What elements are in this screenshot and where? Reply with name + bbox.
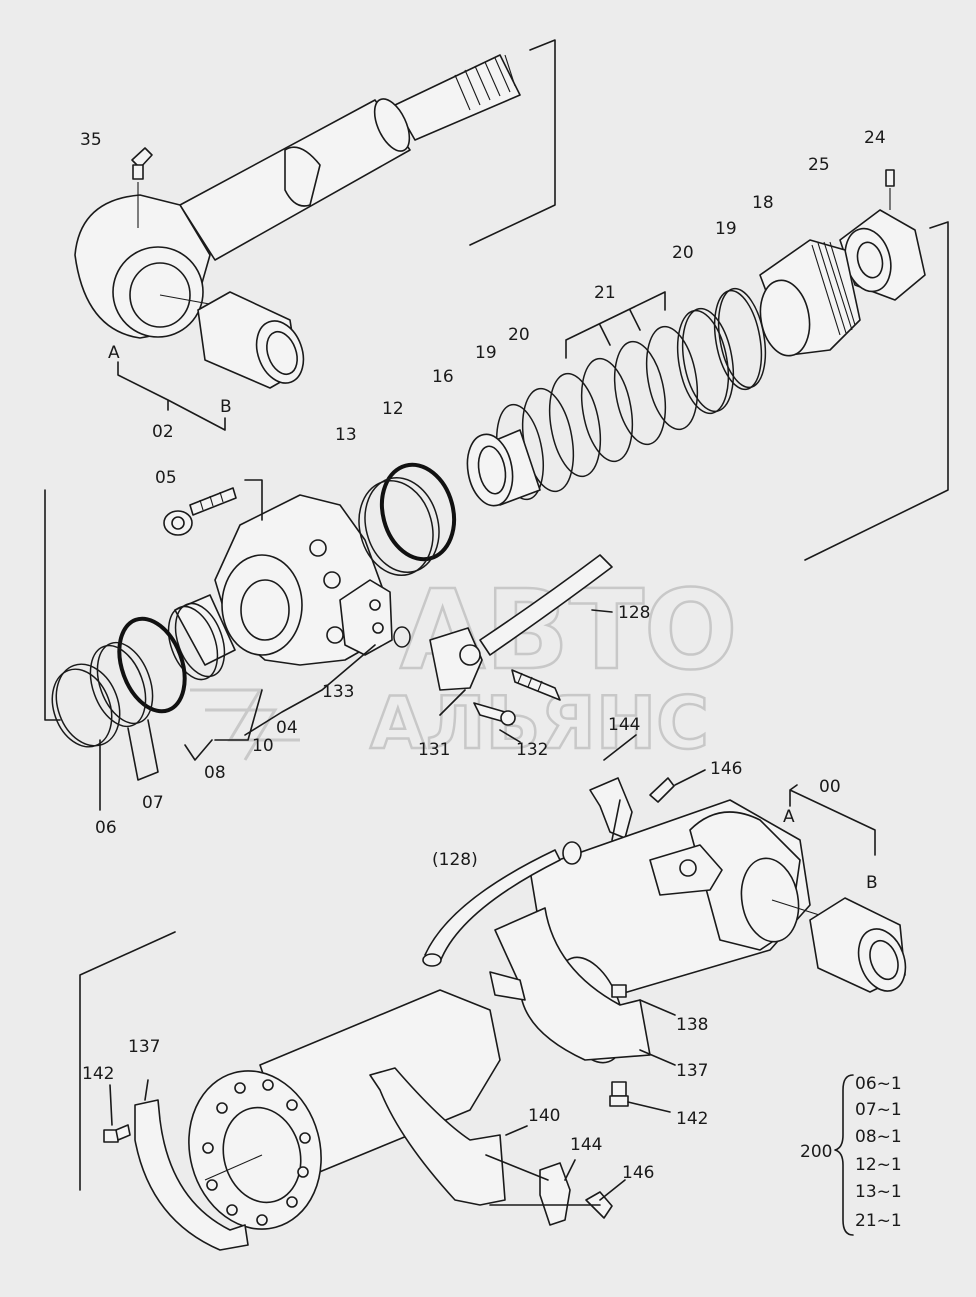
label-144-bottom: 144 <box>570 1135 602 1155</box>
label-05: 05 <box>155 468 177 488</box>
kit-item: 08~1 <box>855 1127 902 1147</box>
label-24: 24 <box>864 128 886 148</box>
kit-item: 06~1 <box>855 1074 902 1094</box>
label-20b: 20 <box>508 325 530 345</box>
kit-item: 13~1 <box>855 1182 902 1202</box>
kit-item: 12~1 <box>855 1155 902 1175</box>
label-b-bottom: B <box>866 873 878 893</box>
label-144-top: 144 <box>608 715 640 735</box>
label-02: 02 <box>152 422 174 442</box>
label-132: 132 <box>516 740 548 760</box>
callout-labels: 35 A B 02 24 25 18 19 20 21 20 19 16 12 … <box>80 128 886 1183</box>
piston-rod <box>74 39 556 431</box>
label-25: 25 <box>808 155 830 175</box>
label-146-bottom: 146 <box>622 1163 654 1183</box>
label-133: 133 <box>322 682 354 702</box>
kit-item: 21~1 <box>855 1211 902 1231</box>
label-137-right: 137 <box>676 1061 708 1081</box>
label-142-left: 142 <box>82 1064 114 1084</box>
label-131: 131 <box>418 740 450 760</box>
label-08: 08 <box>204 763 226 783</box>
label-18: 18 <box>752 193 774 213</box>
label-12: 12 <box>382 399 404 419</box>
pipe-and-fittings <box>429 554 613 743</box>
label-21: 21 <box>594 283 616 303</box>
seal-kit-list: 200 06~1 07~1 08~1 12~1 13~1 21~1 <box>800 1074 902 1231</box>
kit-item: 07~1 <box>855 1100 902 1120</box>
kit-number: 200 <box>800 1142 832 1162</box>
label-07: 07 <box>142 793 164 813</box>
label-00: 00 <box>819 777 841 797</box>
cylinder-tube <box>79 734 907 1251</box>
label-b-top: B <box>220 397 232 417</box>
label-140: 140 <box>528 1106 560 1126</box>
label-142-right: 142 <box>676 1109 708 1129</box>
label-146-top: 146 <box>710 759 742 779</box>
label-10: 10 <box>252 736 274 756</box>
label-16: 16 <box>432 367 454 387</box>
label-13: 13 <box>335 425 357 445</box>
piston-assembly <box>466 169 949 561</box>
label-137-left: 137 <box>128 1037 160 1057</box>
label-20a: 20 <box>672 243 694 263</box>
label-128-paren: (128) <box>432 850 478 870</box>
label-06: 06 <box>95 818 117 838</box>
label-a-top: A <box>108 343 120 363</box>
label-35: 35 <box>80 130 102 150</box>
label-128: 128 <box>618 603 650 623</box>
label-19b: 19 <box>475 343 497 363</box>
watermark-line2: АЛЬЯНС <box>370 681 709 765</box>
label-04: 04 <box>276 718 298 738</box>
label-19a: 19 <box>715 219 737 239</box>
label-138: 138 <box>676 1015 708 1035</box>
label-a-bottom: A <box>783 807 795 827</box>
cylinder-head <box>44 462 457 811</box>
